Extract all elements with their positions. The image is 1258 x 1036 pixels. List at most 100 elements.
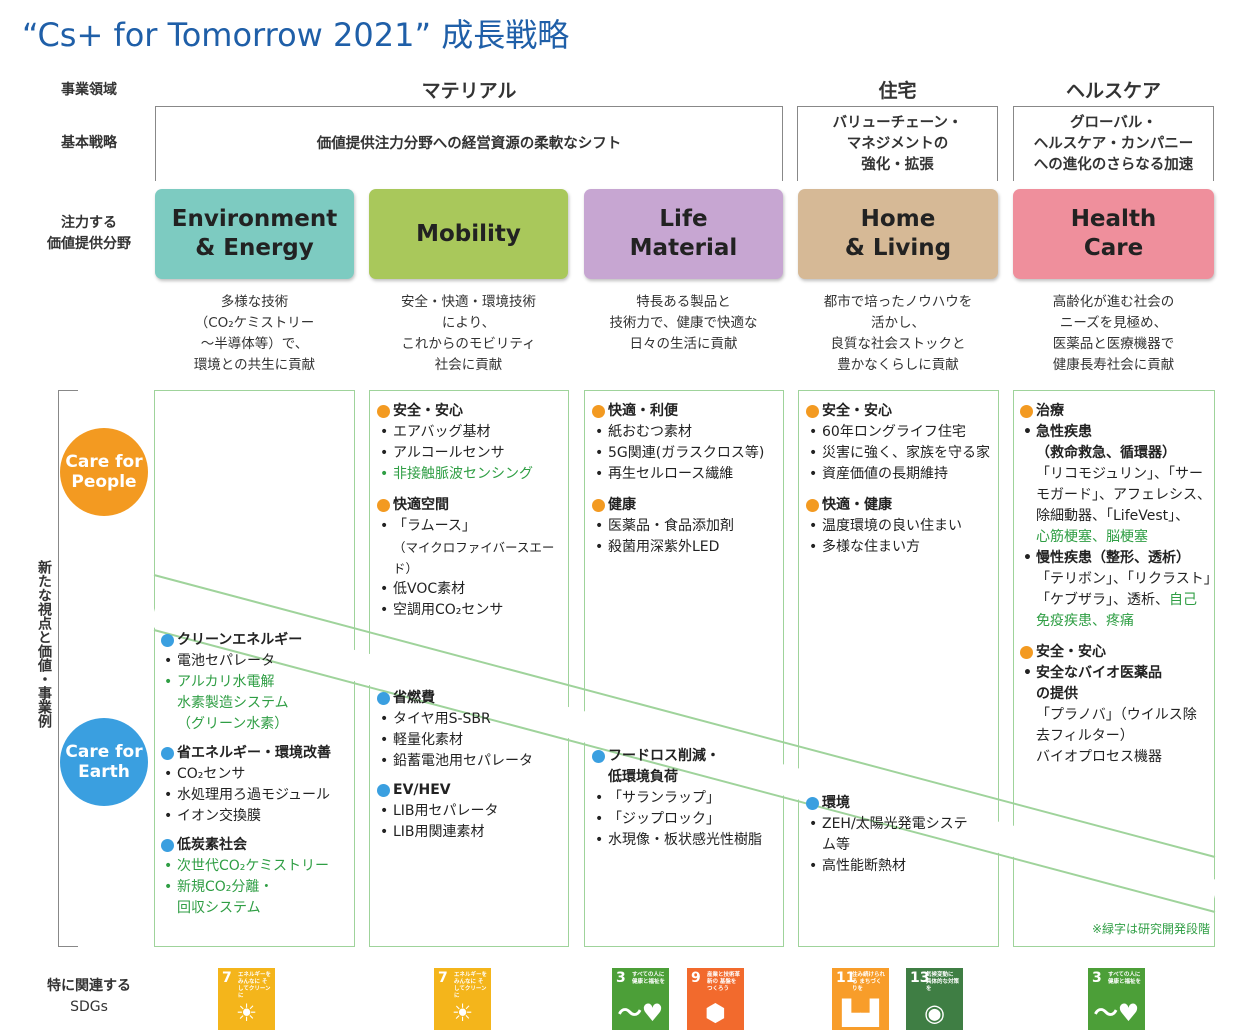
desc-line: 豊かなくらしに貢献 (837, 357, 959, 373)
cubes-icon: ⬢ (705, 999, 726, 1027)
list-item: 回収システム (177, 900, 261, 916)
field-desc-health: 高齢化が進む社会の ニーズを見極め、 医薬品と医療機器で 健康長寿社会に貢献 (1008, 292, 1219, 376)
heading-text: 安全・安心 (393, 403, 463, 419)
list-item: （マイクロファイバースエード） (393, 540, 555, 576)
sdg-3-icon: 3 すべての人に 健康と福祉を 〜♥ (612, 968, 669, 1030)
blue-dot-icon (161, 747, 174, 760)
section-heading: 安全・安心 (1020, 642, 1212, 663)
domain-material: マテリアル (421, 80, 517, 102)
desc-line: 医薬品と医療機器で (1052, 336, 1175, 352)
section-heading: 健康 (592, 495, 780, 516)
strategy-housing: バリューチェーン・ マネジメントの 強化・拡張 (797, 106, 998, 181)
list-item: 慢性疾患（整形、透析） (1020, 548, 1212, 569)
sdg-caption: エネルギーをみんなに そしてクリーンに (454, 972, 488, 999)
row-label-new-view: 新たな視点と価値・事業例 (36, 560, 52, 728)
list-item: ム等 (822, 837, 850, 853)
strategy-housing-line3: 強化・拡張 (861, 156, 934, 173)
section-heading: 安全・安心 (377, 401, 565, 422)
blue-dot-icon (161, 839, 174, 852)
cell-life-earth: フードロス削減・ 低環境負荷 「サランラップ」 「ジップロック」 水現像・板状感… (592, 746, 782, 851)
list-item: アルコールセンサ (377, 443, 565, 464)
sdg-caption: すべての人に 健康と福祉を (632, 972, 666, 985)
list-item: 「リコモジュリン」、「サー (1036, 466, 1204, 482)
sdg-13-icon: 13 気候変動に 具体的な対策を ◉ (906, 968, 963, 1030)
list-item: 除細動器、「LifeVest」、 (1036, 508, 1190, 524)
sdg-7-icon: 7 エネルギーをみんなに そしてクリーンに ☀ (218, 968, 275, 1030)
sdg-number: 7 (222, 970, 232, 986)
field-name-line: & Energy (195, 235, 314, 261)
list-item: 「ラムース」 (377, 516, 565, 537)
strategy-healthcare-line1: グローバル・ (1070, 114, 1157, 131)
list-item: 去フィルター） (1036, 728, 1134, 744)
row-label-sdgs: 特に関連する SDGs (30, 976, 148, 1018)
section-heading: 快適空間 (377, 495, 565, 516)
heading-text: 快適空間 (393, 497, 449, 513)
sdg-number: 3 (616, 970, 626, 986)
list-item: 低VOC素材 (377, 579, 565, 600)
list-item: 「テリボン」、「リクラスト」 (1036, 571, 1218, 587)
orange-dot-icon (1020, 646, 1033, 659)
section-heading: 省エネルギー・環境改善 (161, 743, 353, 764)
desc-line: 活かし、 (871, 315, 925, 331)
list-item: 鉛蓄電池用セパレータ (377, 751, 567, 772)
orange-dot-icon (806, 405, 819, 418)
strategy-healthcare: グローバル・ ヘルスケア・カンパニー への進化のさらなる加速 (1013, 106, 1214, 181)
list-item: 「サランラップ」 (592, 788, 782, 809)
list-item-text-green: 自己 (1169, 592, 1197, 608)
list-item: アルカリ水電解 (161, 672, 353, 693)
heading-text: EV/HEV (393, 782, 451, 798)
list-item: 「ケブザラ」、透析、自己 (1020, 590, 1212, 611)
field-name-line: Environment (171, 206, 338, 232)
city-icon: ▙▟ (842, 999, 879, 1027)
sdg-caption: 住み続けられる まちづくりを (852, 972, 886, 992)
heading-text: 省燃費 (393, 690, 435, 706)
strategy-material: 価値提供注力分野への経営資源の柔軟なシフト (155, 106, 783, 181)
heading-text: 健康 (608, 497, 636, 513)
orange-dot-icon (806, 499, 819, 512)
sdg-number: 9 (691, 970, 701, 986)
field-desc-environment: 多様な技術 （CO₂ケミストリー ～半導体等）で、 環境との共生に貢献 (150, 292, 359, 376)
sdg-9-icon: 9 産業と技術革新の 基盤をつくろう ⬢ (687, 968, 744, 1030)
care-earth-line2: Earth (78, 762, 130, 782)
desc-line: により、 (441, 315, 496, 331)
section-heading: 治療 (1020, 401, 1212, 422)
list-item: 安全なバイオ医薬品 (1020, 663, 1212, 684)
heading-text: 環境 (822, 795, 850, 811)
list-item: （救命救急、循環器） (1036, 445, 1176, 461)
heading-text: 快適・健康 (822, 497, 892, 513)
strategy-healthcare-line3: への進化のさらなる加速 (1033, 156, 1194, 173)
list-item: 新規CO₂分離・ (161, 877, 353, 898)
section-heading: EV/HEV (377, 780, 567, 801)
research-note: ※緑字は研究開発段階 (1091, 922, 1210, 936)
desc-line: 高齢化が進む社会の (1052, 294, 1175, 310)
desc-line: 社会に貢献 (434, 357, 503, 373)
sdg-number: 3 (1092, 970, 1102, 986)
row-label-sdgs-line1: 特に関連する (47, 978, 131, 994)
list-item: 災害に強く、家族を守る家 (806, 443, 996, 464)
field-name-line: Material (629, 235, 738, 261)
section-heading: 快適・健康 (806, 495, 996, 516)
row-label-focus-line2: 価値提供分野 (47, 236, 131, 252)
list-item: モガード」、アフェレシス、 (1036, 487, 1211, 503)
desc-line: 多様な技術 (220, 294, 289, 310)
list-item: CO₂センサ (161, 764, 353, 785)
strategy-material-text: 価値提供注力分野への経営資源の柔軟なシフト (316, 135, 622, 152)
cell-home-earth: 環境 ZEH/太陽光発電システ ム等 高性能断熱材 (806, 793, 996, 877)
field-desc-life: 特長ある製品と 技術力で、健康で快適な 日々の生活に貢献 (579, 292, 788, 355)
heading-text: 安全・安心 (1036, 644, 1106, 660)
desc-line: 技術力で、健康で快適な (609, 315, 758, 331)
section-heading: 環境 (806, 793, 996, 814)
list-item: LIB用セパレータ (377, 801, 567, 822)
care-people-line2: People (71, 472, 137, 492)
desc-line: 特長ある製品と (636, 294, 731, 310)
list-item: 次世代CO₂ケミストリー (161, 856, 353, 877)
blue-dot-icon (161, 634, 174, 647)
sdg-number: 11 (836, 970, 856, 986)
section-heading: 低炭素社会 (161, 835, 353, 856)
heading-text: フードロス削減・ (608, 748, 720, 764)
row-label-domain: 事業領域 (61, 82, 117, 98)
desc-line: 健康長寿社会に貢献 (1052, 357, 1175, 373)
